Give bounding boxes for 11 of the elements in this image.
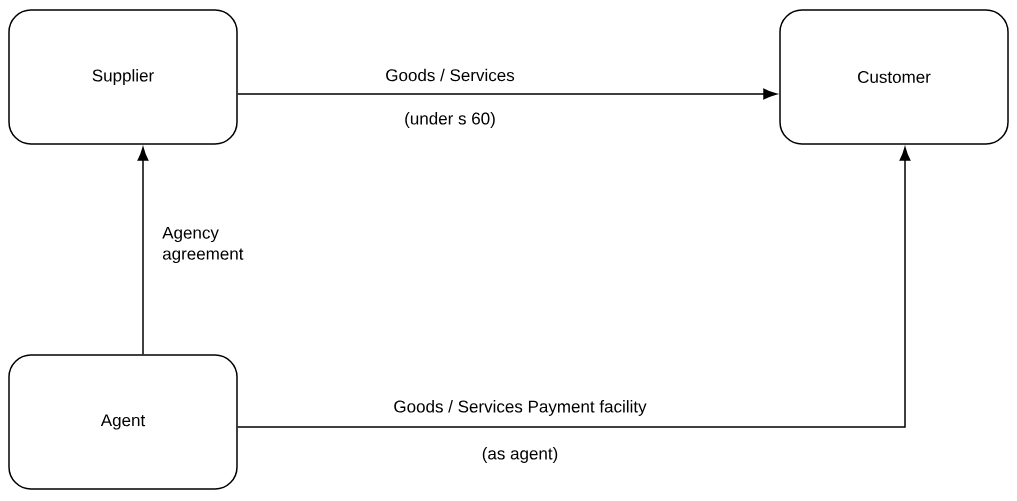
rounded-box: Supplier <box>8 9 238 145</box>
edge-label: Goods / Services Payment facility <box>391 398 649 418</box>
rounded-box: Agent <box>8 354 238 490</box>
arrow <box>137 147 149 355</box>
edge-label: Agency agreement <box>160 224 260 266</box>
edge-note: (under s 60) <box>402 110 498 130</box>
arrow <box>237 88 777 100</box>
edge-label: Goods / Services <box>383 66 517 84</box>
edge-note: (as agent) <box>479 445 561 465</box>
arrow <box>237 147 911 428</box>
rounded-box: Customer <box>779 9 1009 145</box>
